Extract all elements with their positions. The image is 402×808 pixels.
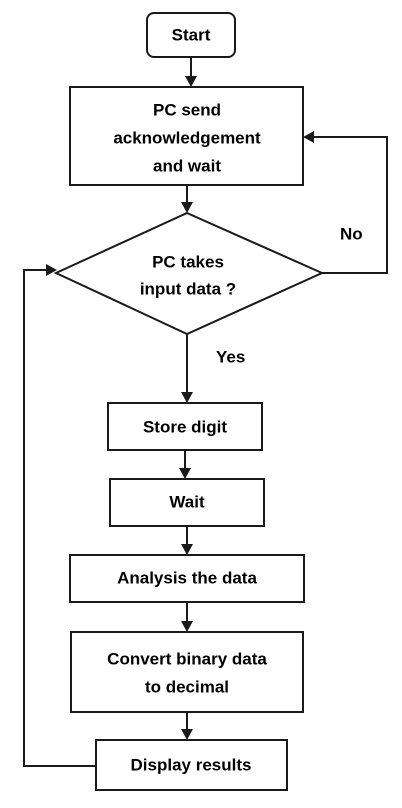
store-digit-label: Store digit [143, 417, 227, 436]
wait-label: Wait [169, 492, 205, 511]
pc-send-label-line-2: acknowledgement [113, 128, 261, 147]
arrowhead [46, 264, 57, 276]
convert-label-line-2: to decimal [145, 677, 229, 696]
convert-label-line-1: Convert binary data [107, 649, 267, 668]
connectors [23, 57, 388, 767]
arrowhead [181, 544, 193, 555]
arrow-display-loop [23, 269, 96, 767]
store-digit-node [107, 402, 263, 451]
display-node [95, 739, 288, 791]
arrow-no-loop [313, 136, 388, 274]
arrowhead [179, 468, 191, 479]
arrowhead [181, 392, 193, 403]
arrowhead [181, 621, 193, 632]
wait-node [109, 478, 265, 527]
arrowhead [181, 202, 193, 213]
pc-send-label-line-3: and wait [153, 156, 221, 175]
edge-label-no: No [340, 224, 363, 243]
start-label: Start [172, 25, 211, 44]
pc-send-node [69, 86, 304, 186]
pc-send-label-line-1: PC send [153, 100, 221, 119]
edge-label-yes: Yes [216, 347, 245, 366]
decision-label-line-2: input data ? [140, 279, 236, 298]
decision-label-line-1: PC takes [152, 252, 224, 271]
arrowhead [185, 76, 197, 87]
arrowhead [181, 729, 193, 740]
convert-node [70, 631, 304, 713]
decision-node [53, 211, 325, 336]
display-label: Display results [131, 755, 252, 774]
analysis-label: Analysis the data [117, 568, 257, 587]
arrowhead [303, 131, 314, 143]
